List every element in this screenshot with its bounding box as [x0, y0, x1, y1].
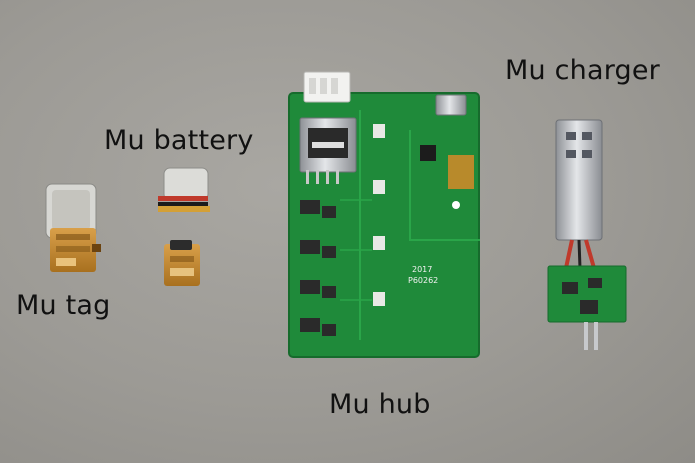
- pcb-silkscreen-year: 2017: [412, 265, 432, 274]
- mu-hub-board: 2017 P60262: [288, 71, 480, 358]
- mu-battery-label: Mu battery: [104, 125, 254, 156]
- mu-charger-device: [547, 119, 627, 350]
- mu-tag-label: Mu tag: [16, 290, 111, 321]
- mu-battery-device: [158, 167, 210, 286]
- mu-tag-device: [45, 183, 101, 272]
- mu-hub-label: Mu hub: [329, 389, 431, 420]
- mu-charger-label: Mu charger: [505, 55, 660, 86]
- pcb-silkscreen-code: P60262: [408, 276, 438, 285]
